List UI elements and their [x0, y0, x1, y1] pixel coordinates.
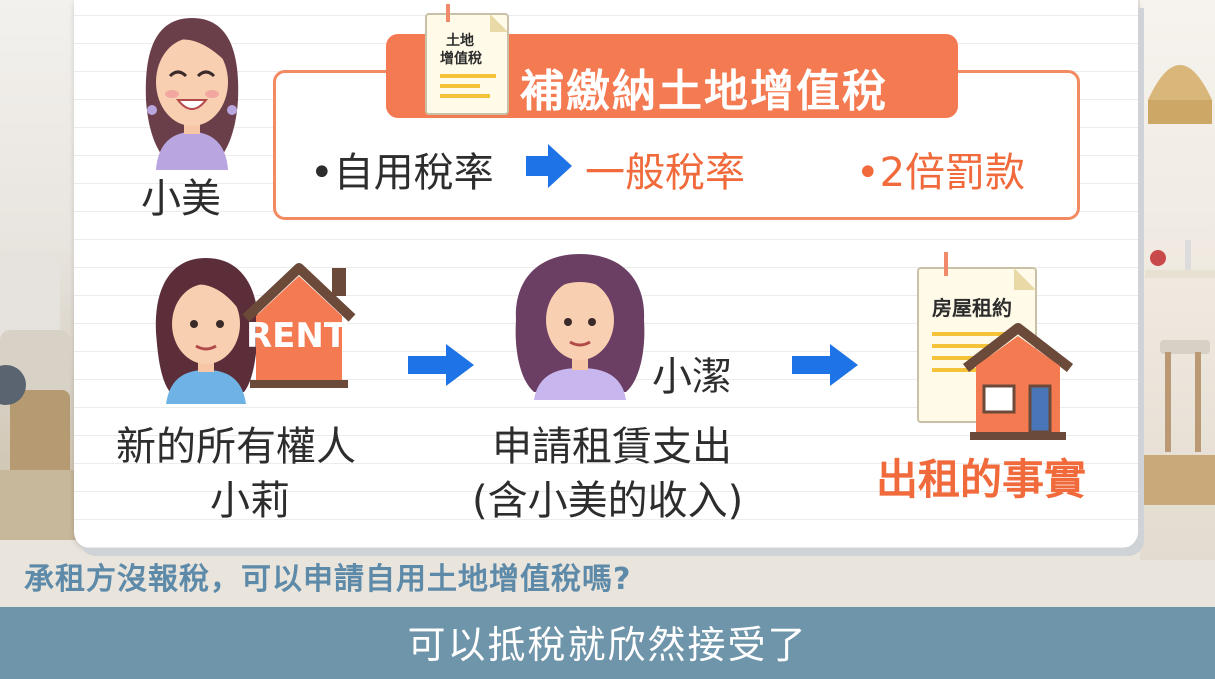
dining-room-illustration	[1140, 65, 1215, 505]
xiaojie-avatar	[515, 254, 645, 400]
rental-expense-note: (含小美的收入)	[472, 478, 744, 524]
new-owner-label: 新的所有權人	[116, 424, 356, 470]
new-owner-name: 小莉	[210, 478, 290, 524]
self-use-rate-text: •自用稅率	[310, 150, 494, 196]
rent-house-icon	[242, 263, 356, 388]
question-caption: 承租方沒報稅，可以申請自用土地增值稅嗎?	[24, 562, 632, 597]
lease-contract-label: 房屋租約	[932, 296, 1012, 320]
xiaojie-label: 小潔	[652, 354, 732, 400]
xiaomei-avatar	[145, 18, 239, 170]
arrow-right-icon	[792, 344, 858, 386]
doc-label-line2: 增值稅	[440, 51, 482, 67]
subtitle-bar	[0, 607, 1215, 679]
lease-contract-icon	[917, 252, 1074, 440]
background-room-right	[1140, 0, 1215, 560]
general-rate-text: 一般稅率	[585, 150, 745, 196]
background-room-left	[0, 0, 80, 540]
arrow-right-icon	[526, 144, 572, 188]
title-text: 補繳納土地增值稅	[520, 66, 888, 117]
subtitle-text: 可以抵稅就欣然接受了	[407, 623, 808, 667]
penalty-text: •2倍罰款	[856, 150, 1026, 196]
xiaomei-label: 小美	[141, 176, 221, 222]
rent-sign-text: RENT	[246, 316, 348, 356]
rental-fact-text: 出租的事實	[876, 455, 1087, 504]
tax-document-icon	[425, 4, 509, 115]
armchair-illustration	[0, 255, 80, 540]
xiaoli-avatar	[155, 258, 259, 404]
rental-expense-label: 申請租賃支出	[492, 424, 732, 470]
doc-label-line1: 土地	[446, 33, 474, 49]
arrow-right-icon	[408, 344, 474, 386]
